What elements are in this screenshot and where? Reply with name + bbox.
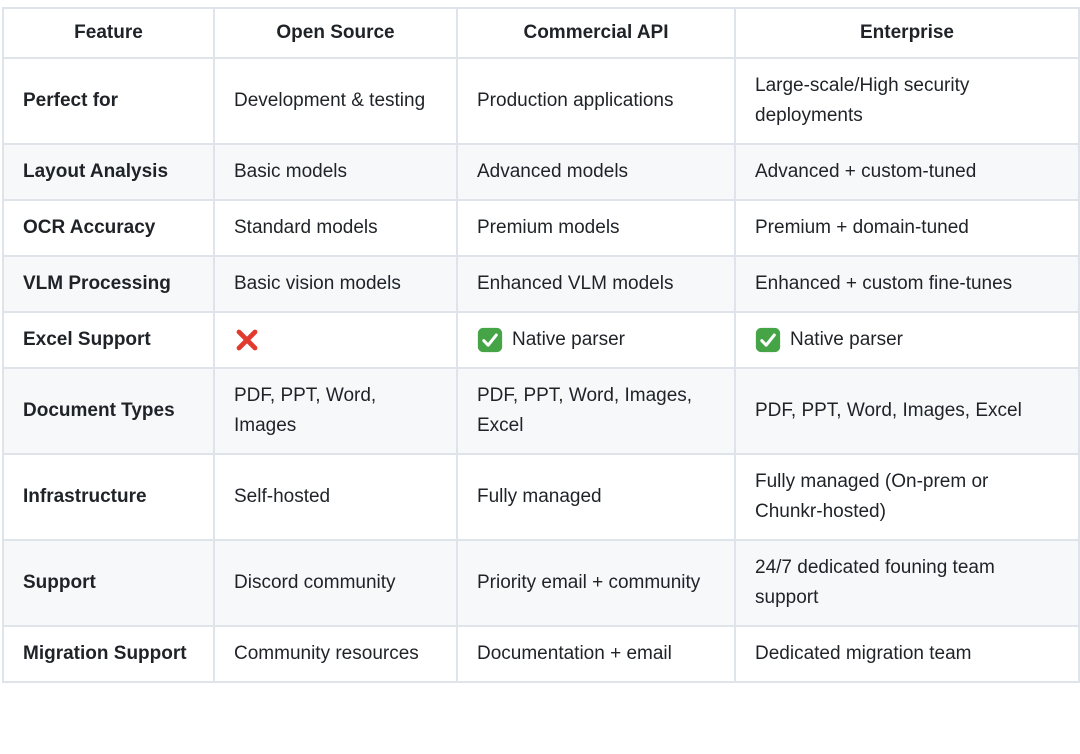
feature-cell: Excel Support xyxy=(2,310,215,370)
table-row: OCR Accuracy Standard models Premium mod… xyxy=(2,199,1080,257)
commercial-api-cell: Native parser xyxy=(456,310,736,370)
open-source-cell: Self-hosted xyxy=(213,453,458,542)
commercial-api-cell: Priority email + community xyxy=(456,539,736,628)
commercial-api-cell: Advanced models xyxy=(456,143,736,201)
open-source-cell: PDF, PPT, Word, Images xyxy=(213,367,458,456)
enterprise-cell: 24/7 dedicated founing team support xyxy=(734,539,1080,628)
open-source-cell: Basic models xyxy=(213,143,458,201)
enterprise-cell: PDF, PPT, Word, Images, Excel xyxy=(734,367,1080,456)
commercial-api-cell: PDF, PPT, Word, Images, Excel xyxy=(456,367,736,456)
open-source-cell xyxy=(213,310,458,370)
commercial-api-cell: Documentation + email xyxy=(456,625,736,684)
cell-label: Native parser xyxy=(790,329,903,350)
table-row: Excel Support xyxy=(2,310,1080,370)
header-row: Feature Open Source Commercial API Enter… xyxy=(2,7,1080,59)
enterprise-cell: Dedicated migration team xyxy=(734,625,1080,684)
open-source-cell: Basic vision models xyxy=(213,255,458,313)
feature-cell: Infrastructure xyxy=(2,453,215,542)
column-header-open-source: Open Source xyxy=(213,7,458,59)
feature-cell: OCR Accuracy xyxy=(2,199,215,257)
enterprise-cell: Premium + domain-tuned xyxy=(734,199,1080,257)
table-row: Infrastructure Self-hosted Fully managed… xyxy=(2,453,1080,542)
commercial-api-cell: Production applications xyxy=(456,57,736,145)
check-mark-icon xyxy=(477,327,503,353)
column-header-enterprise: Enterprise xyxy=(734,7,1080,59)
feature-cell: Support xyxy=(2,539,215,628)
feature-cell: Perfect for xyxy=(2,57,215,145)
check-mark-icon xyxy=(755,327,781,353)
enterprise-cell: Enhanced + custom fine-tunes xyxy=(734,255,1080,313)
enterprise-cell: Large-scale/High security deployments xyxy=(734,57,1080,145)
feature-comparison-table: Feature Open Source Commercial API Enter… xyxy=(2,7,1080,684)
table-row: Migration Support Community resources Do… xyxy=(2,625,1080,684)
commercial-api-cell: Premium models xyxy=(456,199,736,257)
feature-cell: Migration Support xyxy=(2,625,215,684)
column-header-commercial-api: Commercial API xyxy=(456,7,736,59)
open-source-cell: Development & testing xyxy=(213,57,458,145)
commercial-api-cell: Enhanced VLM models xyxy=(456,255,736,313)
table-row: Document Types PDF, PPT, Word, Images PD… xyxy=(2,367,1080,456)
table-row: VLM Processing Basic vision models Enhan… xyxy=(2,255,1080,313)
enterprise-cell: Native parser xyxy=(734,310,1080,370)
open-source-cell: Community resources xyxy=(213,625,458,684)
feature-cell: Layout Analysis xyxy=(2,143,215,201)
feature-cell: Document Types xyxy=(2,367,215,456)
commercial-api-cell: Fully managed xyxy=(456,453,736,542)
table-row: Support Discord community Priority email… xyxy=(2,539,1080,628)
cross-mark-icon xyxy=(234,327,260,353)
enterprise-cell: Advanced + custom-tuned xyxy=(734,143,1080,201)
open-source-cell: Discord community xyxy=(213,539,458,628)
enterprise-cell: Fully managed (On-prem or Chunkr-hosted) xyxy=(734,453,1080,542)
table-row: Layout Analysis Basic models Advanced mo… xyxy=(2,143,1080,201)
column-header-feature: Feature xyxy=(2,7,215,59)
feature-cell: VLM Processing xyxy=(2,255,215,313)
open-source-cell: Standard models xyxy=(213,199,458,257)
table-row: Perfect for Development & testing Produc… xyxy=(2,57,1080,145)
cell-label: Native parser xyxy=(512,329,625,350)
